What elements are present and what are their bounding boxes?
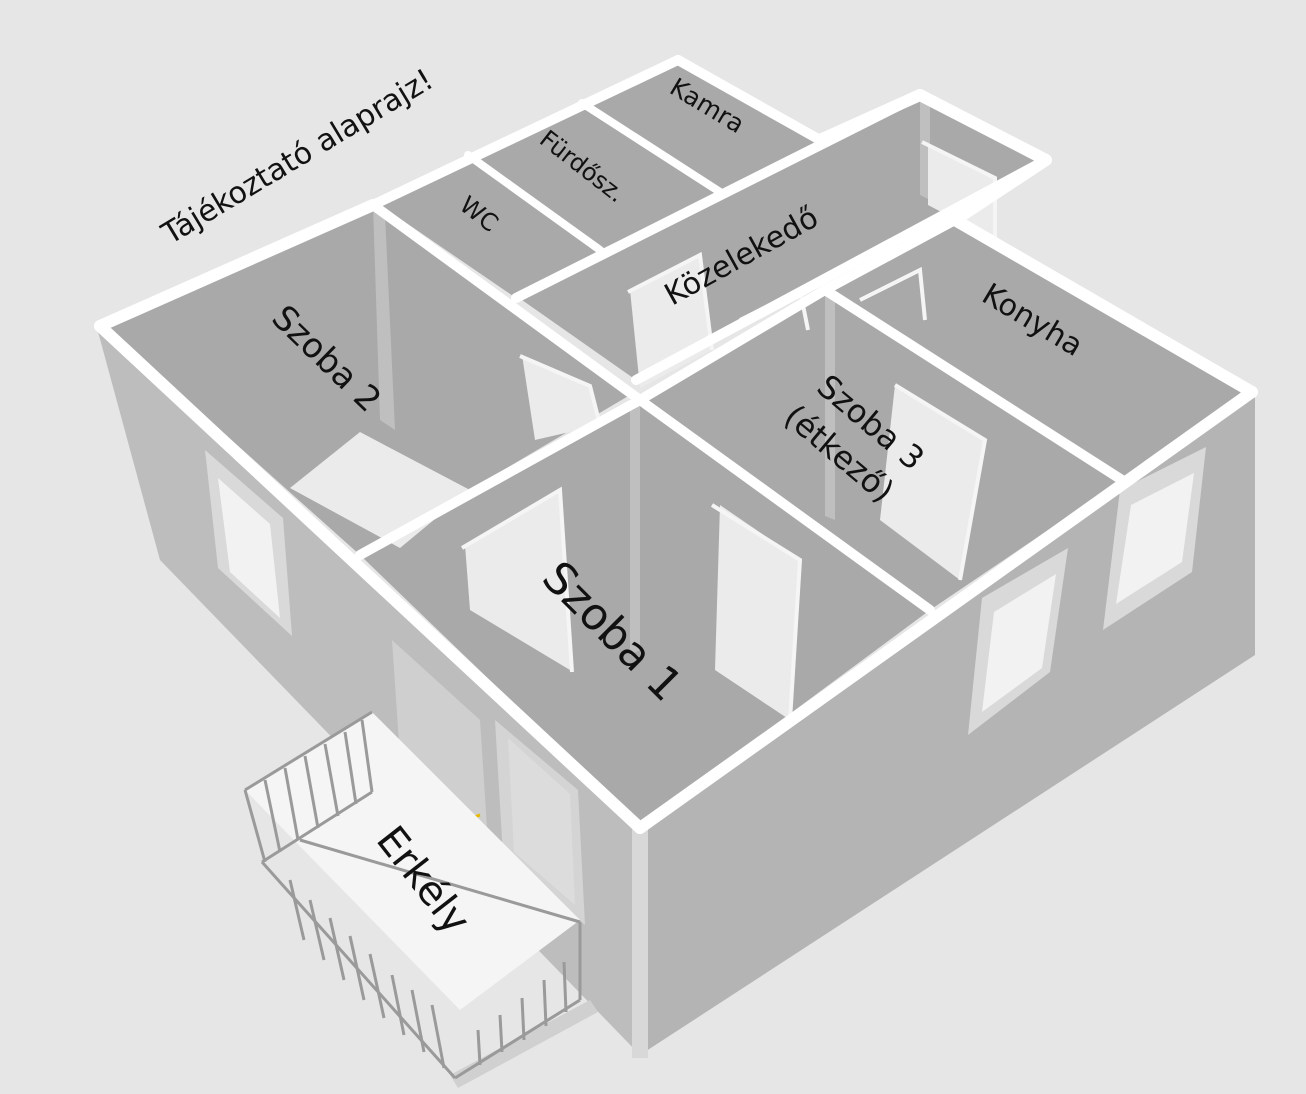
floor-furdo <box>468 103 720 250</box>
wall-top-wc-szoba2 <box>368 200 645 405</box>
wall-top-szoba2-szoba1 <box>355 395 645 560</box>
wall-top-szoba3-konyha <box>820 285 1127 485</box>
floor-konyha <box>825 220 1252 480</box>
wall-top-szoba1-szoba3 <box>635 395 935 615</box>
wall-edge-highlight <box>632 825 648 1058</box>
floor-wc <box>380 155 600 298</box>
wall-top-kamra-right <box>673 55 825 145</box>
wall-top-right <box>634 386 1258 834</box>
wall-top-service-hall <box>511 90 925 303</box>
window-left-wall <box>205 450 292 636</box>
interior-wall-faces <box>373 100 930 655</box>
wall-top-front <box>94 320 646 834</box>
wall-top-kamra-furdo <box>578 99 724 196</box>
wall-top-szoba3-hall <box>635 285 830 405</box>
floor-szoba2 <box>103 205 630 555</box>
balcony-railing <box>243 710 582 1080</box>
wall-top-furdo-wc <box>464 151 604 254</box>
wall-top-hall-rooms <box>631 155 1051 385</box>
exterior-wall-right <box>640 395 1255 1055</box>
floor-szoba3 <box>640 290 1122 610</box>
window-right-wall-1 <box>968 548 1068 735</box>
wall-top-left <box>94 199 379 332</box>
balcony-floor <box>245 712 580 1010</box>
wall-top-konyha-hall <box>820 215 960 295</box>
balcony-slab-edge <box>450 1000 598 1088</box>
wall-top-kitchen <box>949 214 1258 398</box>
wall-tops <box>94 55 1258 834</box>
door-frames <box>460 140 997 721</box>
window-right-wall-2 <box>1103 447 1206 630</box>
floor-szoba1 <box>360 400 930 825</box>
floor-kamra <box>582 60 820 192</box>
wall-top-hall-end <box>914 89 1052 166</box>
wall-top-back <box>368 55 683 210</box>
